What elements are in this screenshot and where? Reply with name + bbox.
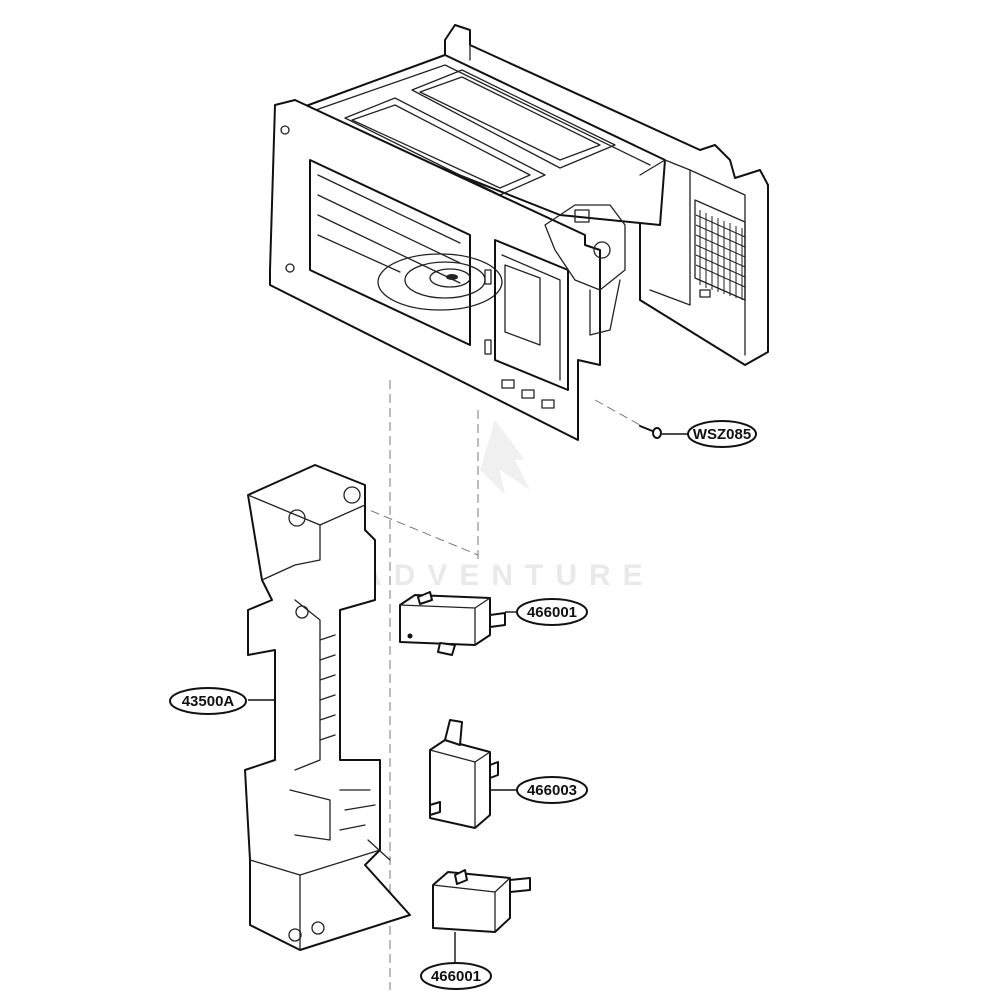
callout-label: 43500A	[182, 693, 235, 710]
door-latch-board	[244, 464, 411, 951]
callout-466003: 466003	[516, 776, 588, 804]
callout-wsz085: WSZ085	[687, 420, 757, 448]
alignment-lines	[344, 380, 641, 990]
watermark-text: ADVENTURE	[360, 559, 655, 592]
callout-label: 466001	[527, 604, 577, 621]
watermark: ADVENTURE	[360, 420, 655, 592]
callout-label: WSZ085	[693, 426, 751, 443]
callout-43500a: 43500A	[169, 687, 247, 715]
micro-switch-bottom	[432, 869, 531, 962]
micro-switch-top	[399, 591, 518, 656]
micro-switch-middle	[429, 719, 518, 829]
microwave-chassis	[269, 24, 769, 441]
callout-466001-top: 466001	[516, 598, 588, 626]
callout-label: 466001	[431, 968, 481, 985]
callout-466001-bottom: 466001	[420, 962, 492, 990]
callout-label: 466003	[527, 782, 577, 799]
screw-part	[639, 425, 690, 439]
